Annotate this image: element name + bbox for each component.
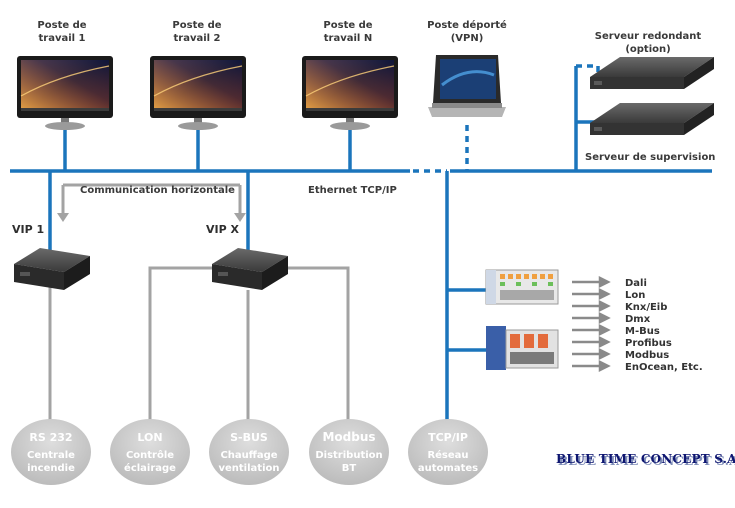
protocol-mbus: M-Bus — [625, 326, 660, 337]
remote-label-line2: (VPN) — [451, 33, 484, 44]
arrow-modbus — [572, 347, 611, 361]
wire-vipx-modbus — [278, 266, 350, 430]
arrow-dali — [572, 275, 611, 289]
logo-text: BLUE TIME CONCEPT S.A. — [556, 452, 735, 466]
protocol-profibus: Profibus — [625, 338, 672, 349]
protocol-enocean: EnOcean, Etc. — [625, 362, 703, 373]
arrow-enocean — [572, 359, 611, 373]
workstation-2-label-line2: travail 2 — [173, 33, 220, 44]
bottom-node-lon — [110, 419, 190, 485]
node-tcpip-line2: automates — [418, 463, 478, 474]
node-rs232-line1: Centrale — [27, 450, 75, 461]
node-lon-line1: Contrôle — [126, 449, 174, 461]
vipx-controller-icon — [212, 248, 288, 290]
vip1-label: VIP 1 — [12, 223, 44, 236]
node-tcpip-line1: Réseau — [427, 449, 468, 461]
node-modbus-line1: Distribution — [315, 450, 382, 461]
bottom-node-rs232 — [11, 419, 91, 485]
node-tcpip-title: TCP/IP — [428, 431, 468, 444]
workstation-1-label-line1: Poste de — [37, 20, 86, 31]
workstation-2-label-line1: Poste de — [172, 20, 221, 31]
arrow-dmx — [572, 311, 611, 325]
bottom-node-sbus — [209, 419, 289, 485]
arrow-down-vipx — [234, 213, 246, 222]
arrow-mbus — [572, 323, 611, 337]
dashed-redundant-link — [576, 64, 600, 82]
workstation-1-monitor-icon — [17, 56, 113, 130]
wire-vipx-lon — [148, 266, 218, 430]
horizontal-comm-label: Communication horizontale — [80, 185, 235, 196]
field-wires — [48, 183, 350, 430]
workstation-1-label-line2: travail 1 — [38, 33, 85, 44]
redundant-server-icon — [590, 57, 714, 89]
supervision-server-label: Serveur de supervision — [585, 152, 715, 163]
vip1-controller-icon — [14, 248, 90, 290]
node-sbus-title: S-BUS — [230, 431, 268, 444]
redundant-server-label-line2: (option) — [625, 44, 670, 55]
bottom-node-tcpip — [408, 419, 488, 485]
supervision-server-icon — [590, 103, 714, 135]
protocol-lon: Lon — [625, 290, 645, 301]
protocol-arrows — [572, 275, 611, 373]
remote-label-line1: Poste déporté — [427, 19, 507, 31]
workstation-n-monitor-icon — [302, 56, 398, 130]
arrow-profibus — [572, 335, 611, 349]
node-rs232-line2: incendie — [27, 463, 75, 474]
logo-shadow: BLUE TIME CONCEPT S.A. — [558, 454, 735, 468]
node-modbus-line2: BT — [342, 463, 357, 474]
redundant-server-label-line1: Serveur redondant — [595, 31, 702, 42]
node-sbus-line2: ventilation — [218, 463, 279, 474]
protocol-dali: Dali — [625, 278, 647, 289]
protocol-modbus: Modbus — [625, 350, 669, 361]
node-lon-title: LON — [137, 431, 162, 444]
node-rs232-title: RS 232 — [29, 431, 72, 444]
protocol-dmx: Dmx — [625, 314, 651, 325]
ethernet-label: Ethernet TCP/IP — [308, 185, 397, 196]
node-sbus-line1: Chauffage — [220, 450, 277, 461]
ethernet-bus — [10, 66, 712, 430]
workstation-2-monitor-icon — [150, 56, 246, 130]
company-logo: BLUE TIME CONCEPT S.A. BLUE TIME CONCEPT… — [556, 452, 735, 468]
node-lon-line2: éclairage — [124, 462, 176, 474]
io-module-1-icon — [485, 269, 559, 305]
arrow-lon — [572, 287, 611, 301]
arrow-knx — [572, 299, 611, 313]
node-modbus-title: Modbus — [322, 430, 375, 444]
workstation-n-label-line1: Poste de — [323, 20, 372, 31]
protocol-knx: Knx/Eib — [625, 302, 667, 313]
vipx-label: VIP X — [206, 223, 239, 236]
dashed-links — [413, 64, 600, 173]
bottom-node-modbus — [309, 419, 389, 485]
io-module-2-icon — [486, 326, 559, 370]
arrow-down-vip1 — [57, 213, 69, 222]
workstation-n-label-line2: travail N — [324, 33, 372, 44]
remote-laptop-icon — [428, 55, 506, 117]
